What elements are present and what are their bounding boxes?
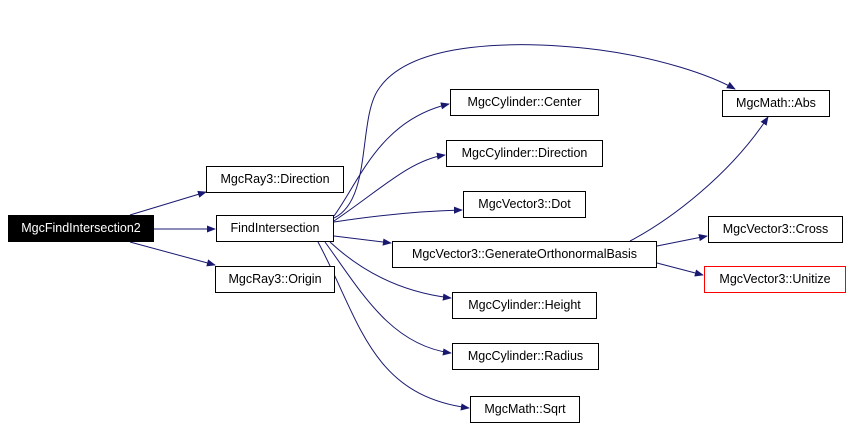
node-mgccylinder-height[interactable]: MgcCylinder::Height: [452, 292, 597, 319]
node-mgccylinder-direction[interactable]: MgcCylinder::Direction: [446, 140, 603, 167]
edge-find_intersection-to-cylinder_center: [333, 102, 450, 217]
node-mgcray3-direction[interactable]: MgcRay3::Direction: [206, 166, 344, 193]
node-mgcray3-origin[interactable]: MgcRay3::Origin: [215, 266, 335, 293]
edge-root-to-ray_origin: [129, 241, 216, 267]
node-mgcfindintersection2[interactable]: MgcFindIntersection2: [8, 215, 154, 242]
edge-root-to-ray_direction: [129, 190, 207, 216]
node-mgccylinder-radius[interactable]: MgcCylinder::Radius: [452, 343, 599, 370]
node-mgcvector3-generateorthonormalbasis[interactable]: MgcVector3::GenerateOrthonormalBasis: [392, 241, 657, 268]
node-mgcvector3-cross[interactable]: MgcVector3::Cross: [708, 216, 843, 243]
edge-find_intersection-to-vector_dot: [333, 206, 463, 223]
edge-vector_generate_basis-to-vector_cross: [656, 234, 708, 247]
edge-vector_generate_basis-to-math_abs: [629, 116, 769, 242]
node-mgcvector3-dot[interactable]: MgcVector3::Dot: [463, 191, 586, 218]
node-mgcmath-abs[interactable]: MgcMath::Abs: [722, 90, 830, 117]
edge-find_intersection-to-math_abs: [333, 44, 736, 219]
edge-find_intersection-to-cylinder_radius: [324, 241, 452, 356]
edge-find_intersection-to-cylinder_direction: [333, 152, 446, 222]
edge-find_intersection-to-vector_generate_basis: [333, 235, 392, 246]
node-mgccylinder-center[interactable]: MgcCylinder::Center: [450, 89, 599, 116]
edge-find_intersection-to-cylinder_height: [329, 241, 452, 301]
node-mgcmath-sqrt[interactable]: MgcMath::Sqrt: [470, 396, 580, 423]
node-findintersection[interactable]: FindIntersection: [216, 215, 334, 242]
edge-vector_generate_basis-to-vector_unitize: [656, 262, 704, 277]
node-mgcvector3-unitize[interactable]: MgcVector3::Unitize: [704, 266, 846, 293]
